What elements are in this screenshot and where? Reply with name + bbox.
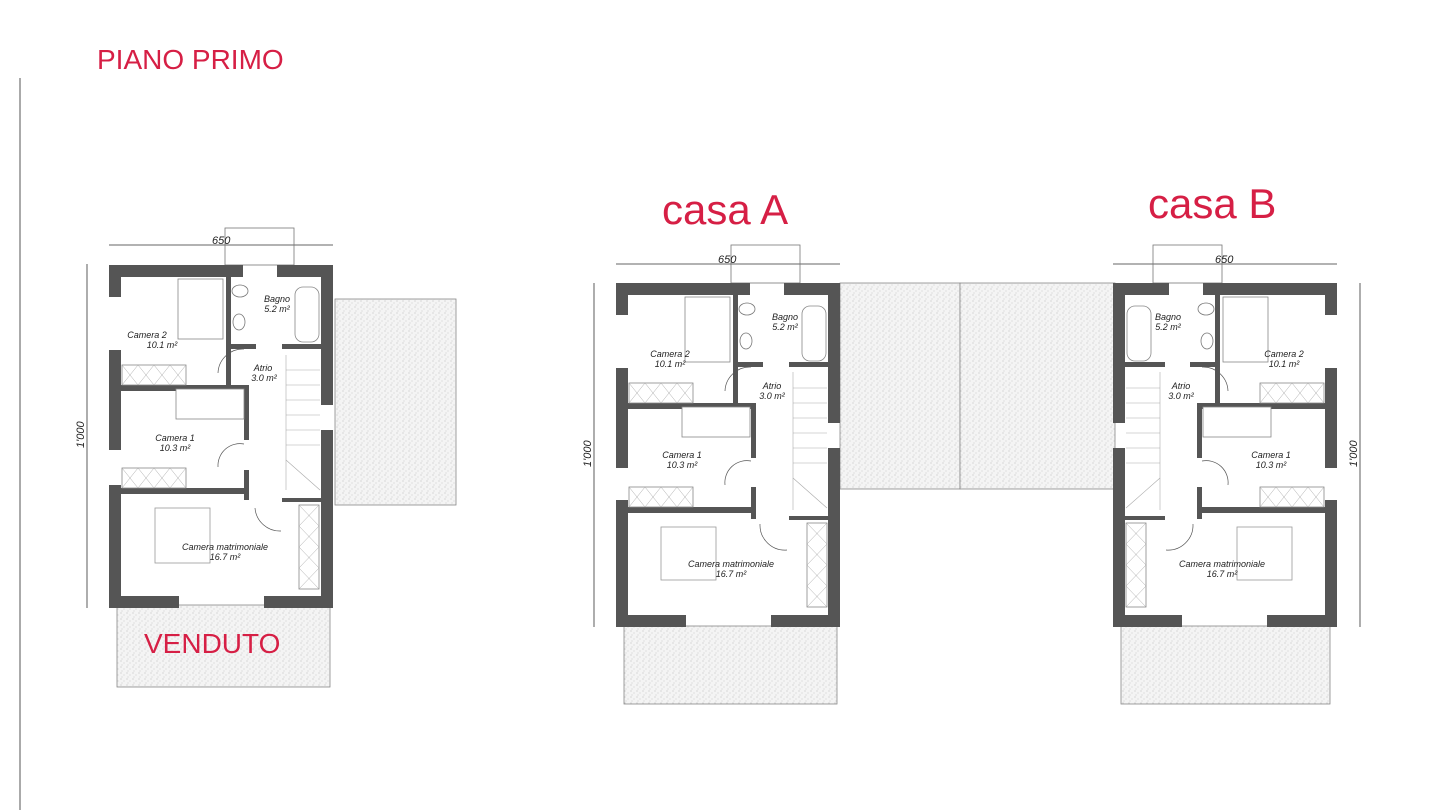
room-area: 16.7 m² xyxy=(210,552,242,562)
width-dimension: 650 xyxy=(1215,254,1234,266)
room-area: 10.3 m² xyxy=(160,443,192,453)
room-name: Camera 2 xyxy=(127,330,167,340)
terrace-area xyxy=(334,298,457,506)
casa-b-label: casa B xyxy=(1148,180,1277,227)
room-area: 16.7 m² xyxy=(1207,569,1239,579)
depth-dimension: 1'000 xyxy=(582,440,594,467)
room-name: Camera 2 xyxy=(650,349,690,359)
room-name: Bagno xyxy=(1155,312,1181,322)
terrace-area xyxy=(959,282,1116,490)
room-name: Atrio xyxy=(253,363,273,373)
room-name: Camera matrimoniale xyxy=(182,542,268,552)
garden-area xyxy=(623,625,838,705)
garden-area xyxy=(1120,625,1331,705)
sold-label: VENDUTO xyxy=(144,628,281,659)
room-name: Camera 1 xyxy=(1251,450,1291,460)
room-area: 10.1 m² xyxy=(1269,359,1301,369)
room-area: 10.3 m² xyxy=(667,460,699,470)
width-dimension: 650 xyxy=(718,254,737,266)
page-margin-line xyxy=(19,78,21,810)
garden-area xyxy=(116,604,331,688)
room-area: 16.7 m² xyxy=(716,569,748,579)
walls xyxy=(1113,283,1337,627)
room-area: 5.2 m² xyxy=(772,322,799,332)
room-area: 10.1 m² xyxy=(655,359,687,369)
room-name: Camera 1 xyxy=(155,433,195,443)
room-name: Bagno xyxy=(264,294,290,304)
walls xyxy=(616,283,840,627)
room-area: 5.2 m² xyxy=(264,304,291,314)
room-area: 10.3 m² xyxy=(1256,460,1288,470)
room-name: Camera 2 xyxy=(1264,349,1304,359)
walls xyxy=(109,265,333,608)
casa-a-label: casa A xyxy=(662,186,789,233)
floor-plan-casa-b: 650 1'000 xyxy=(959,244,1361,705)
room-name: Atrio xyxy=(762,381,782,391)
room-area: 3.0 m² xyxy=(759,391,786,401)
terrace-area xyxy=(839,282,961,490)
width-dimension: 650 xyxy=(212,235,231,247)
room-name: Camera matrimoniale xyxy=(688,559,774,569)
floor-plan-casa-a: 650 1'000 xyxy=(582,244,961,705)
room-area: 5.2 m² xyxy=(1155,322,1182,332)
room-name: Camera matrimoniale xyxy=(1179,559,1265,569)
floor-plan-sold: 650 1'000 xyxy=(75,227,457,688)
depth-dimension: 1'000 xyxy=(75,421,87,448)
depth-dimension: 1'000 xyxy=(1348,440,1360,467)
page-title: PIANO PRIMO xyxy=(97,44,284,75)
room-area: 3.0 m² xyxy=(251,373,278,383)
room-name: Atrio xyxy=(1171,381,1191,391)
room-name: Camera 1 xyxy=(662,450,702,460)
room-area: 10.1 m² xyxy=(147,340,179,350)
room-name: Bagno xyxy=(772,312,798,322)
room-area: 3.0 m² xyxy=(1168,391,1195,401)
